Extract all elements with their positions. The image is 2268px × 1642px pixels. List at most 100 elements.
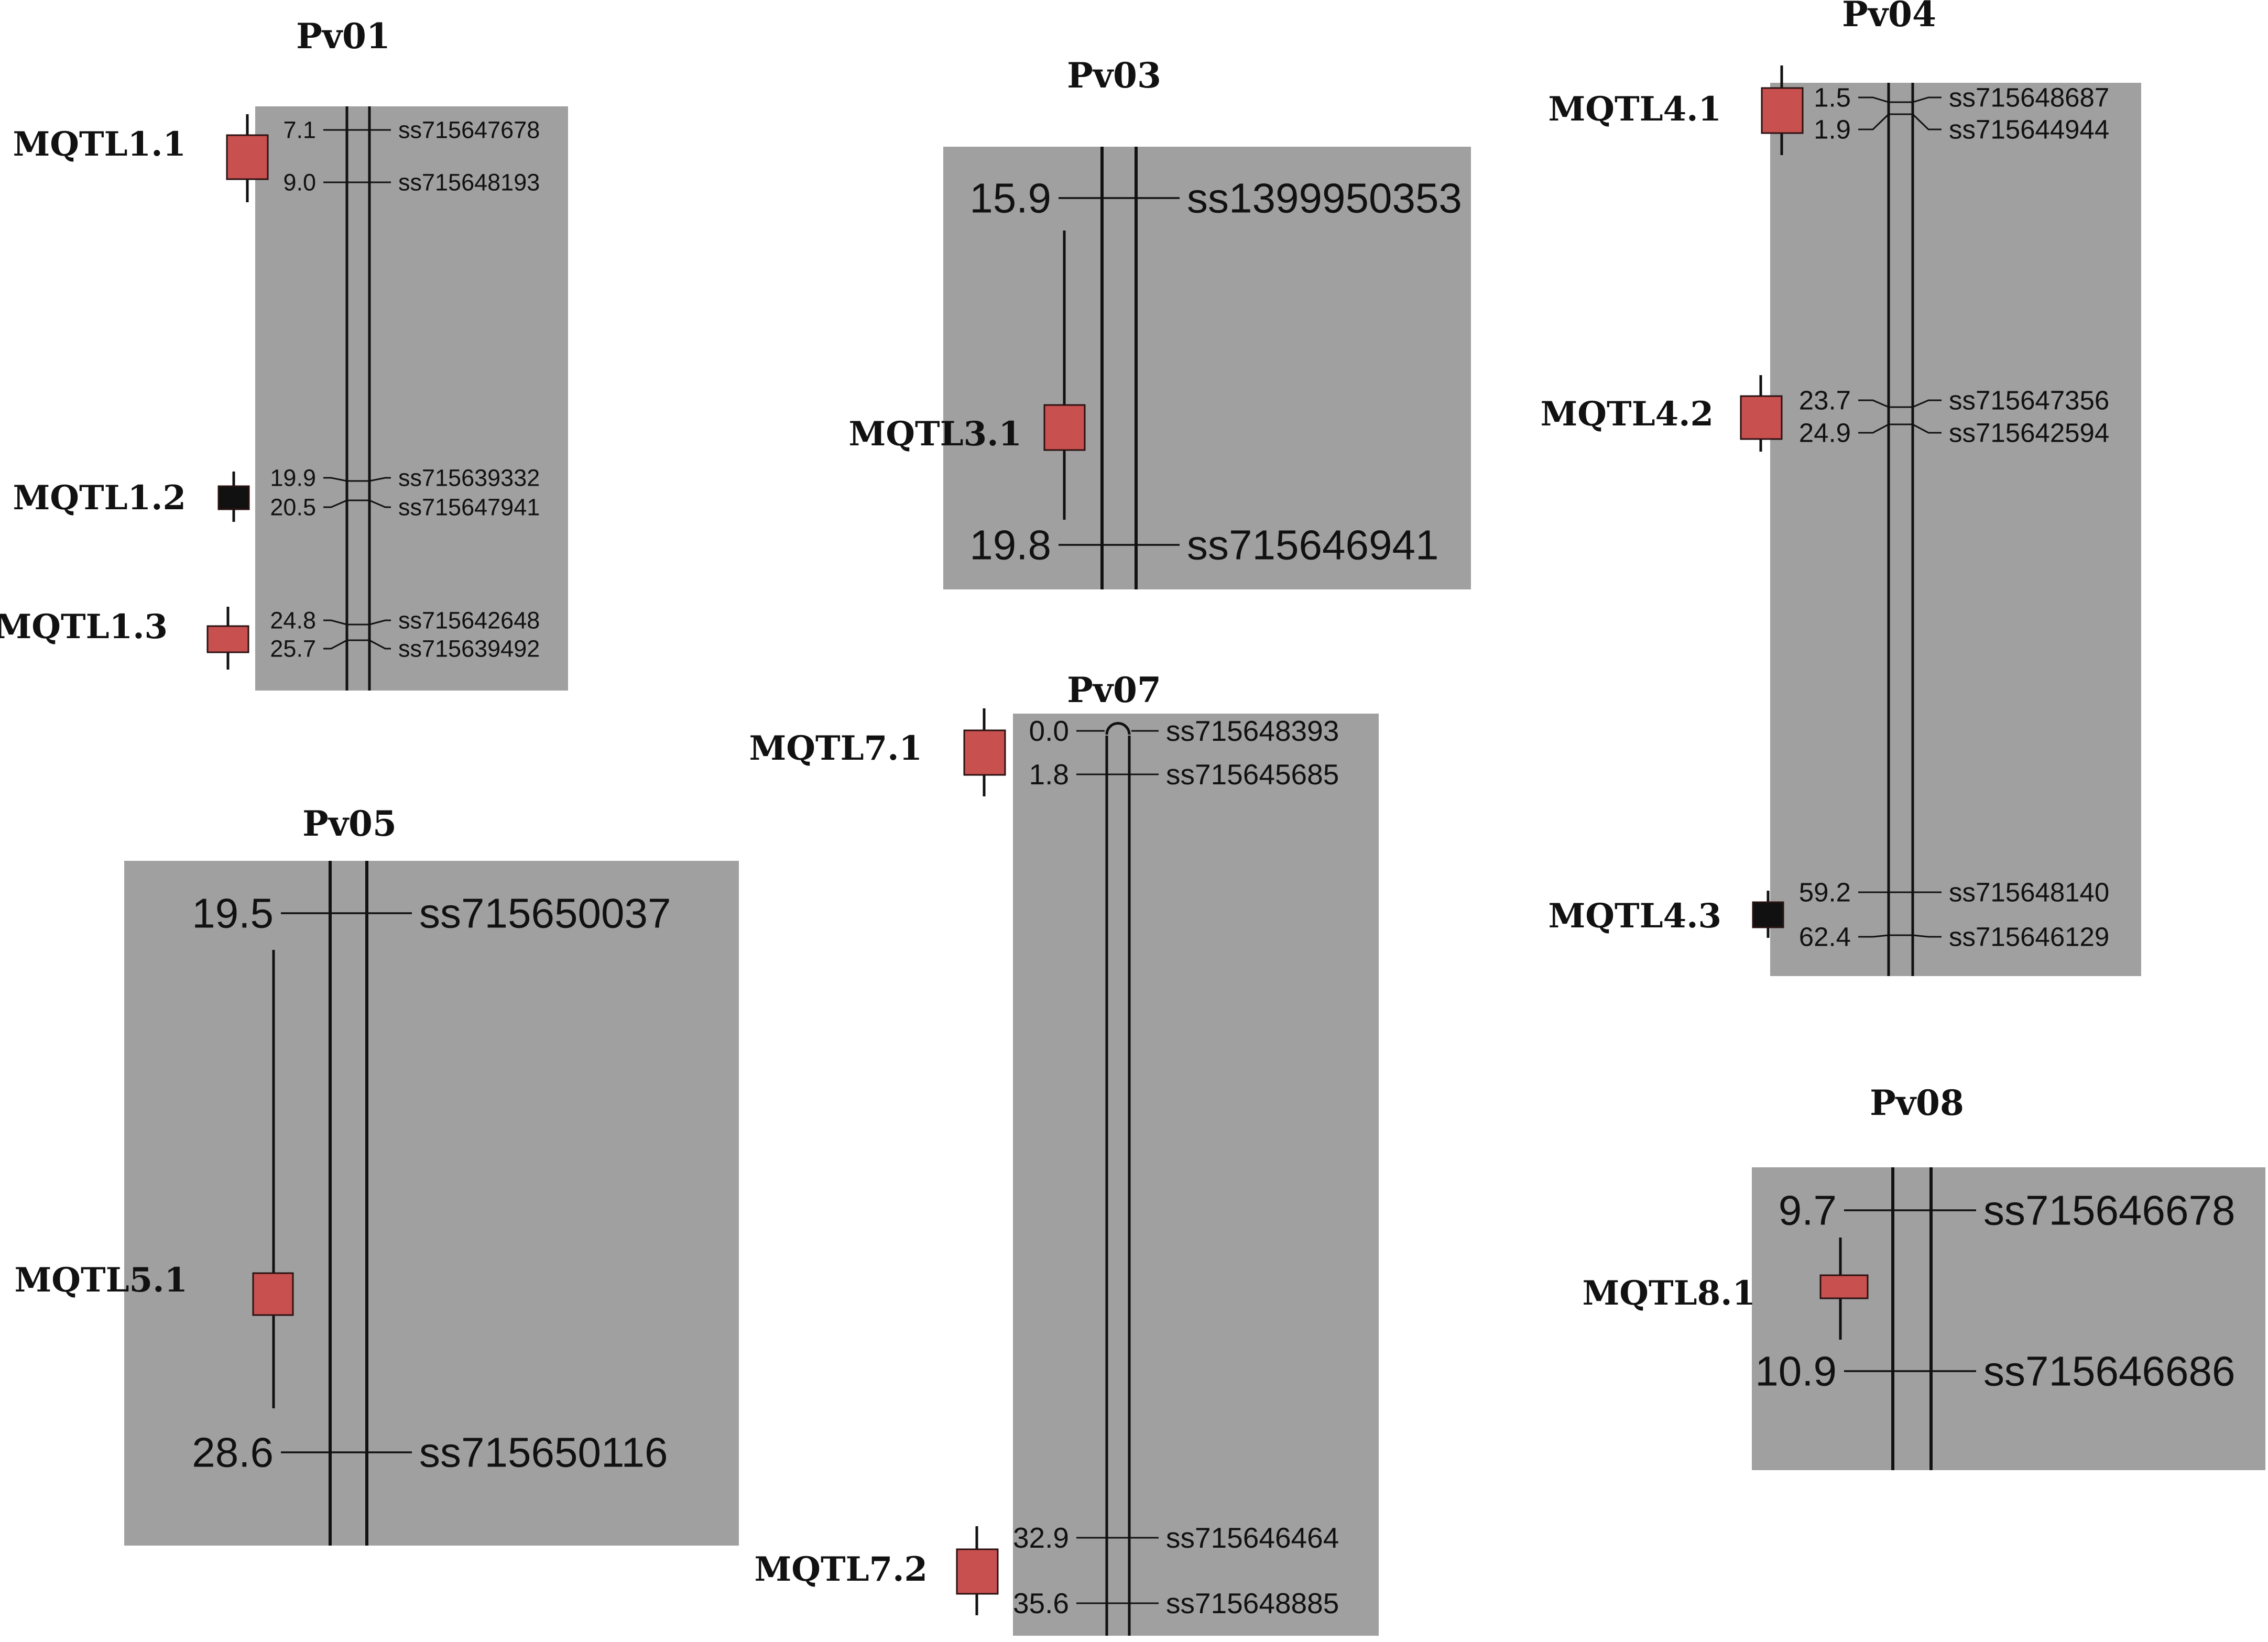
mqtl-label: MQTL8.1 bbox=[1582, 1274, 1755, 1313]
chromosome-panel bbox=[1770, 83, 2141, 976]
marker-tick bbox=[1858, 96, 1942, 103]
marker-position: 19.5 bbox=[192, 890, 274, 937]
marker-position: 1.5 bbox=[1814, 83, 1851, 113]
marker-position: 24.8 bbox=[270, 607, 316, 634]
marker-position: 62.4 bbox=[1799, 922, 1851, 952]
marker-position: 28.6 bbox=[192, 1429, 274, 1476]
marker-position: 59.2 bbox=[1799, 878, 1851, 907]
mqtl-box bbox=[206, 625, 249, 653]
chromosome-title: Pv01 bbox=[296, 16, 390, 57]
chromosome-title: Pv04 bbox=[1842, 0, 1936, 35]
marker-position: 24.9 bbox=[1799, 418, 1851, 448]
mqtl-label: MQTL1.1 bbox=[13, 125, 186, 164]
chromosome-title: Pv05 bbox=[302, 803, 397, 844]
mqtl-box bbox=[956, 1548, 999, 1595]
marker-row: 19.5 ss715650037 bbox=[192, 890, 671, 937]
marker-name: ss715648393 bbox=[1166, 715, 1339, 747]
marker-name: ss715646678 bbox=[1983, 1187, 2235, 1234]
mqtl-mqtl5-1: MQTL5.1 bbox=[14, 950, 294, 1408]
marker-tick bbox=[1858, 113, 1942, 130]
mqtl-mqtl1-3: MQTL1.3 bbox=[0, 607, 249, 670]
chromosome-panel bbox=[1013, 714, 1379, 1636]
marker-name: ss715650037 bbox=[419, 890, 671, 937]
mqtl-label: MQTL1.2 bbox=[13, 478, 186, 518]
mqtl-label: MQTL4.1 bbox=[1548, 90, 1721, 129]
chromosome-title: Pv08 bbox=[1870, 1082, 1964, 1123]
marker-name: ss715646941 bbox=[1187, 522, 1438, 568]
marker-row: 24.9 ss715642594 bbox=[1799, 418, 2110, 448]
chromosome-panel bbox=[255, 106, 568, 691]
marker-position: 19.8 bbox=[969, 522, 1051, 568]
marker-name: ss715645685 bbox=[1166, 758, 1339, 791]
mqtl-box bbox=[1752, 901, 1784, 928]
mqtl-box bbox=[1761, 87, 1804, 134]
marker-name: ss715642648 bbox=[398, 607, 540, 634]
mqtl-label: MQTL4.2 bbox=[1540, 395, 1714, 434]
marker-position: 7.1 bbox=[283, 117, 316, 144]
mqtl-mqtl3-1: MQTL3.1 bbox=[848, 231, 1086, 520]
chromosome-panel bbox=[124, 861, 739, 1546]
marker-name: ss1399950353 bbox=[1187, 175, 1462, 222]
marker-row: 10.9 ss715646686 bbox=[1755, 1348, 2235, 1395]
mqtl-mqtl1-1: MQTL1.1 bbox=[13, 114, 269, 202]
marker-position: 10.9 bbox=[1755, 1348, 1837, 1395]
marker-position: 25.7 bbox=[270, 636, 316, 662]
mqtl-label: MQTL7.2 bbox=[754, 1550, 928, 1589]
marker-position: 20.5 bbox=[270, 494, 316, 521]
mqtl-box bbox=[1043, 404, 1086, 451]
marker-position: 35.6 bbox=[1013, 1587, 1069, 1619]
mqtl-box bbox=[217, 485, 250, 510]
chromosome-pv08: Pv08 9.7 ss715646678 10.9 ss715646686 MQTL8.1 bbox=[1582, 1082, 2265, 1470]
mqtl-label: MQTL7.1 bbox=[749, 729, 922, 768]
marker-position: 15.9 bbox=[969, 175, 1051, 222]
marker-name: ss715646686 bbox=[1983, 1348, 2235, 1395]
chromosome-title: Pv03 bbox=[1067, 55, 1161, 96]
marker-row: 15.9 ss1399950353 bbox=[969, 175, 1462, 222]
chromosome-panel bbox=[943, 147, 1471, 589]
mqtl-box bbox=[1740, 395, 1783, 440]
chromosome-panel bbox=[1752, 1167, 2265, 1470]
marker-name: ss715647356 bbox=[1949, 386, 2109, 415]
marker-name: ss715647678 bbox=[398, 117, 540, 144]
marker-name: ss715648687 bbox=[1949, 83, 2109, 113]
marker-tick bbox=[1858, 399, 1942, 408]
marker-name: ss715650116 bbox=[419, 1429, 668, 1476]
marker-position: 19.9 bbox=[270, 465, 316, 491]
marker-name: ss715639492 bbox=[398, 636, 540, 662]
marker-position: 9.7 bbox=[1779, 1187, 1837, 1234]
marker-tick bbox=[323, 619, 391, 626]
marker-row: 1.5 ss715648687 bbox=[1814, 83, 2109, 113]
mqtl-mqtl4-1: MQTL4.1 bbox=[1548, 65, 1804, 155]
marker-tick bbox=[1858, 423, 1942, 434]
marker-tick bbox=[1858, 934, 1942, 938]
marker-row: 19.8 ss715646941 bbox=[969, 522, 1438, 568]
marker-row: 7.1 ss715647678 bbox=[283, 117, 540, 144]
marker-tick bbox=[323, 639, 391, 650]
telomere-cap bbox=[1105, 722, 1131, 735]
chromosome-pv03: Pv03 15.9 ss1399950353 19.8 ss715646941 MQTL3… bbox=[848, 55, 1471, 589]
mqtl-label: MQTL5.1 bbox=[14, 1261, 188, 1300]
mqtl-mqtl1-2: MQTL1.2 bbox=[13, 472, 250, 522]
marker-position: 9.0 bbox=[283, 169, 316, 196]
mqtl-box bbox=[252, 1272, 294, 1316]
mqtl-label: MQTL4.3 bbox=[1548, 896, 1721, 936]
mqtl-mqtl7-2: MQTL7.2 bbox=[754, 1526, 999, 1615]
marker-tick bbox=[323, 477, 391, 482]
marker-tick bbox=[323, 499, 391, 508]
marker-name: ss715642594 bbox=[1949, 418, 2109, 448]
marker-name: ss715647941 bbox=[398, 494, 540, 521]
mqtl-mqtl8-1: MQTL8.1 bbox=[1582, 1238, 1869, 1340]
